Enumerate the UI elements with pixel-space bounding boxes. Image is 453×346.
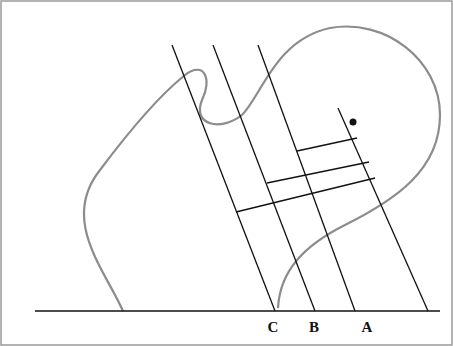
baseline xyxy=(35,310,440,311)
point-label: B xyxy=(309,320,319,335)
point xyxy=(350,119,357,126)
line-b xyxy=(213,45,315,311)
line-a xyxy=(258,45,355,311)
segment xyxy=(297,138,357,151)
line-c xyxy=(172,45,275,311)
point-label: C xyxy=(268,320,279,335)
segment xyxy=(236,178,375,212)
hill-outline xyxy=(84,27,440,311)
segment xyxy=(267,162,369,183)
point-label: A xyxy=(362,320,373,335)
line-d xyxy=(338,108,428,311)
